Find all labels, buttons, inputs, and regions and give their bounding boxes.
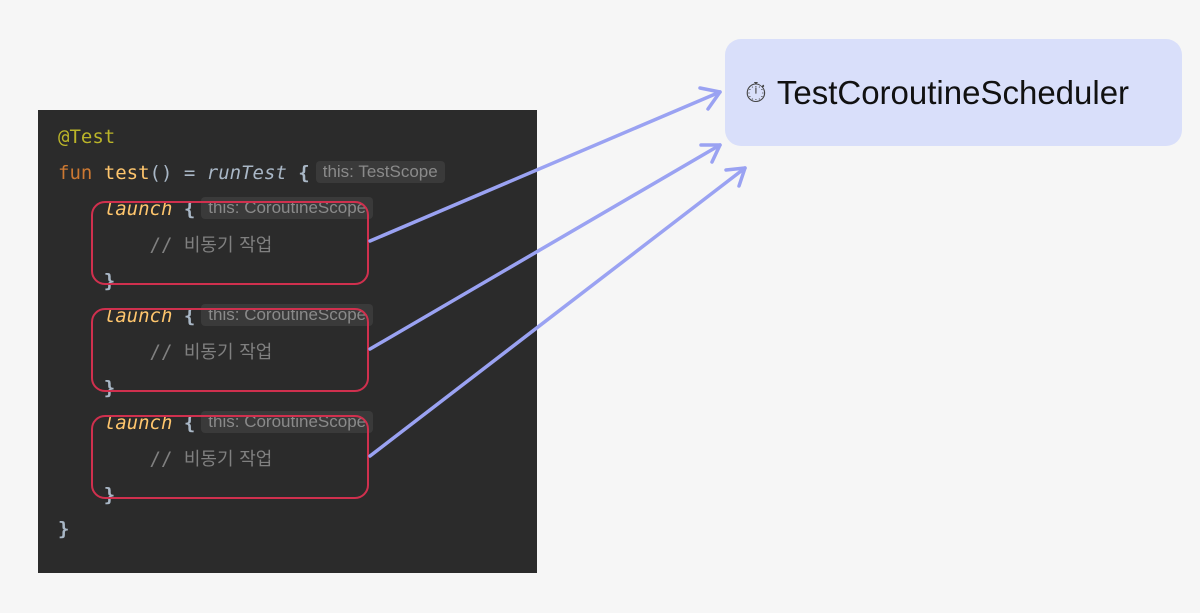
keyword-fun: fun xyxy=(58,162,93,184)
comment-text: 비동기 작업 xyxy=(183,235,273,256)
close-line-2: } xyxy=(58,373,115,403)
comment-line-3: // 비동기 작업 xyxy=(58,444,273,474)
open-brace: { xyxy=(286,162,310,184)
arrow-2 xyxy=(368,143,722,351)
test-coroutine-scheduler-node: ⏱ TestCoroutineScheduler xyxy=(725,39,1182,146)
function-name: test xyxy=(103,162,150,184)
code-line-fun: fun test() = runTest {this: TestScope xyxy=(58,158,445,188)
launch-block-highlight-2 xyxy=(91,308,369,392)
close-line-3: } xyxy=(58,480,115,510)
launch-close-brace: } xyxy=(103,270,116,292)
scheduler-label: TestCoroutineScheduler xyxy=(776,73,1130,111)
run-test-scope-hint: this: TestScope xyxy=(315,161,445,183)
arrow-1 xyxy=(368,86,722,243)
launch-close-brace: } xyxy=(103,377,116,399)
launch-open-brace: { xyxy=(172,198,196,220)
launch-open-brace: { xyxy=(172,305,196,327)
final-close-brace: } xyxy=(58,518,70,540)
comment-slashes: // xyxy=(149,448,184,470)
comment-slashes: // xyxy=(149,234,184,256)
run-test-call: runTest xyxy=(206,162,287,184)
launch-open-brace: { xyxy=(172,412,196,434)
annotation-test: @Test xyxy=(58,126,116,148)
launch-keyword: launch xyxy=(103,305,173,327)
code-line-annotation: @Test xyxy=(58,122,115,152)
function-signature: () = xyxy=(149,162,207,184)
comment-text: 비동기 작업 xyxy=(183,342,273,363)
launch-keyword: launch xyxy=(103,412,173,434)
comment-line-1: // 비동기 작업 xyxy=(58,230,273,260)
close-line-1: } xyxy=(58,266,115,296)
launch-block-highlight-3 xyxy=(91,415,369,499)
stopwatch-icon: ⏱ xyxy=(745,75,767,109)
launch-block-highlight-1 xyxy=(91,201,369,285)
code-line-final-brace: } xyxy=(58,514,69,544)
launch-keyword: launch xyxy=(103,198,173,220)
arrow-3 xyxy=(368,166,747,458)
comment-text: 비동기 작업 xyxy=(183,449,273,470)
comment-slashes: // xyxy=(149,341,184,363)
launch-close-brace: } xyxy=(103,484,116,506)
comment-line-2: // 비동기 작업 xyxy=(58,337,273,367)
